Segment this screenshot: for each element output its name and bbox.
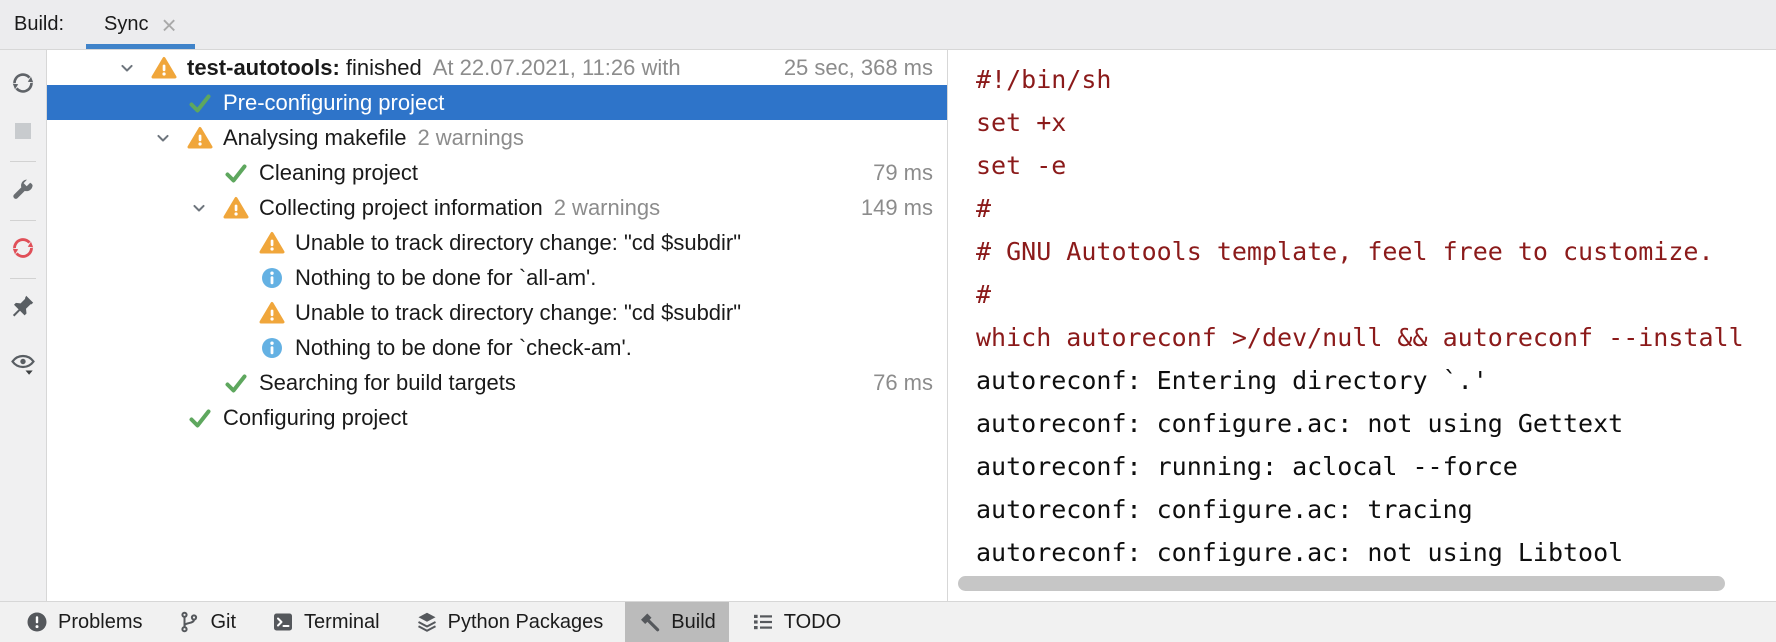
toolwindow-button-label: Python Packages bbox=[447, 610, 604, 633]
tree-row[interactable]: Unable to track directory change: "cd $s… bbox=[47, 225, 947, 260]
tree-row-label: Nothing to be done for `all-am'. bbox=[295, 264, 597, 290]
toolbar-separator bbox=[10, 278, 36, 279]
warning-icon bbox=[187, 125, 213, 151]
rerun-sync-icon[interactable] bbox=[10, 70, 36, 96]
tree-row[interactable]: Unable to track directory change: "cd $s… bbox=[47, 295, 947, 330]
tree-row-label: Cleaning project bbox=[259, 159, 418, 185]
console-line: # bbox=[976, 280, 992, 309]
tree-row[interactable]: Searching for build targets 76 ms bbox=[47, 365, 947, 400]
toolwindow-button-label: TODO bbox=[783, 610, 842, 633]
console-line: set +x bbox=[976, 108, 1067, 137]
warning-icon bbox=[223, 195, 249, 221]
todo-list-icon bbox=[751, 610, 775, 634]
tree-row-label: Pre-configuring project bbox=[223, 89, 445, 115]
build-console: #!/bin/sh set +x set -e # # GNU Autotools te… bbox=[948, 50, 1776, 601]
git-branch-icon bbox=[177, 610, 201, 634]
toolwindow-button-label: Terminal bbox=[304, 610, 380, 633]
tree-row-label: Nothing to be done for `check-am'. bbox=[295, 334, 632, 360]
tab-sync[interactable]: Sync × bbox=[86, 0, 195, 49]
settings-wrench-icon[interactable] bbox=[10, 177, 36, 203]
info-icon bbox=[259, 265, 285, 291]
toolwindow-header: Build: Sync × bbox=[0, 0, 1776, 50]
toolwindow-title: Build: bbox=[14, 13, 65, 35]
tree-row-label: Unable to track directory change: "cd $s… bbox=[295, 229, 742, 255]
console-line: #!/bin/sh bbox=[976, 65, 1112, 94]
warning-icon bbox=[151, 55, 177, 81]
active-tab-indicator bbox=[86, 44, 195, 49]
toolwindow-button-terminal[interactable]: Terminal bbox=[258, 602, 393, 642]
pin-icon[interactable] bbox=[10, 293, 36, 319]
console-line: autoreconf: configure.ac: not using Libt… bbox=[976, 538, 1624, 567]
tree-row[interactable]: Nothing to be done for `all-am'. bbox=[47, 260, 947, 295]
toolwindow-button-label: Problems bbox=[58, 610, 143, 633]
toolwindow-button-label: Git bbox=[210, 610, 237, 633]
tree-row-duration: 76 ms bbox=[873, 369, 933, 395]
tree-row-meta: At 22.07.2021, 11:26 with bbox=[432, 54, 681, 80]
stop-icon[interactable] bbox=[10, 118, 36, 144]
success-icon bbox=[187, 405, 213, 431]
tree-row-meta: 2 warnings bbox=[553, 194, 661, 220]
tree-row[interactable]: Pre-configuring project bbox=[47, 85, 947, 120]
tree-row-duration: 79 ms bbox=[873, 159, 933, 185]
preview-eye-icon[interactable] bbox=[10, 350, 36, 376]
python-packages-icon bbox=[415, 610, 439, 634]
tree-row-label: Searching for build targets bbox=[259, 369, 516, 395]
toolwindow-button-label: Build bbox=[671, 610, 716, 633]
toolwindow-bar: Problems Git Terminal Python Packages Build T… bbox=[0, 601, 1776, 642]
warning-icon bbox=[259, 230, 285, 256]
toolwindow-button-todo[interactable]: TODO bbox=[738, 602, 854, 642]
console-line: which autoreconf >/dev/null && autorecon… bbox=[976, 323, 1744, 352]
problems-icon bbox=[25, 610, 49, 634]
warning-icon bbox=[259, 300, 285, 326]
console-line: autoreconf: configure.ac: not using Gett… bbox=[976, 409, 1624, 438]
tree-row[interactable]: Nothing to be done for `check-am'. bbox=[47, 330, 947, 365]
horizontal-scrollbar bbox=[954, 576, 1770, 591]
console-line: autoreconf: Entering directory `.' bbox=[976, 366, 1488, 395]
console-output: #!/bin/sh set +x set -e # # GNU Autotools te… bbox=[976, 58, 1776, 574]
tree-row[interactable]: Configuring project bbox=[47, 400, 947, 435]
console-line: # GNU Autotools template, feel free to c… bbox=[976, 237, 1714, 266]
console-line: # bbox=[976, 194, 992, 223]
close-icon[interactable]: × bbox=[161, 9, 177, 40]
console-line: autoreconf: running: aclocal --force bbox=[976, 452, 1518, 481]
console-line: set -e bbox=[976, 151, 1067, 180]
tree-row-duration: 25 sec, 368 ms bbox=[783, 54, 933, 80]
tree-row-duration: 149 ms bbox=[860, 194, 933, 220]
info-icon bbox=[259, 335, 285, 361]
chevron-down-icon[interactable] bbox=[187, 198, 211, 218]
toolbar-separator bbox=[10, 220, 36, 221]
toolwindow-button-problems[interactable]: Problems bbox=[12, 602, 155, 642]
scrollbar-thumb[interactable] bbox=[958, 576, 1726, 591]
success-icon bbox=[223, 370, 249, 396]
toolwindow-button-git[interactable]: Git bbox=[164, 602, 249, 642]
tab-sync-label: Sync bbox=[104, 13, 149, 35]
build-hammer-icon bbox=[638, 610, 662, 634]
tree-row[interactable]: Cleaning project 79 ms bbox=[47, 155, 947, 190]
toolwindow-button-python-packages[interactable]: Python Packages bbox=[402, 602, 617, 642]
toolwindow-button-build[interactable]: Build bbox=[625, 602, 729, 642]
console-line: autoreconf: configure.ac: tracing bbox=[976, 495, 1473, 524]
build-side-toolbar bbox=[0, 50, 47, 601]
tree-row-label: Unable to track directory change: "cd $s… bbox=[295, 299, 742, 325]
reload-changes-icon[interactable] bbox=[10, 235, 36, 261]
tree-row-meta: 2 warnings bbox=[417, 124, 524, 150]
success-icon bbox=[223, 160, 249, 186]
success-icon bbox=[187, 90, 213, 116]
chevron-down-icon[interactable] bbox=[115, 58, 139, 78]
tree-row-label: Configuring project bbox=[223, 404, 408, 430]
toolbar-separator bbox=[10, 161, 36, 162]
chevron-down-icon[interactable] bbox=[151, 128, 175, 148]
terminal-icon bbox=[271, 610, 295, 634]
